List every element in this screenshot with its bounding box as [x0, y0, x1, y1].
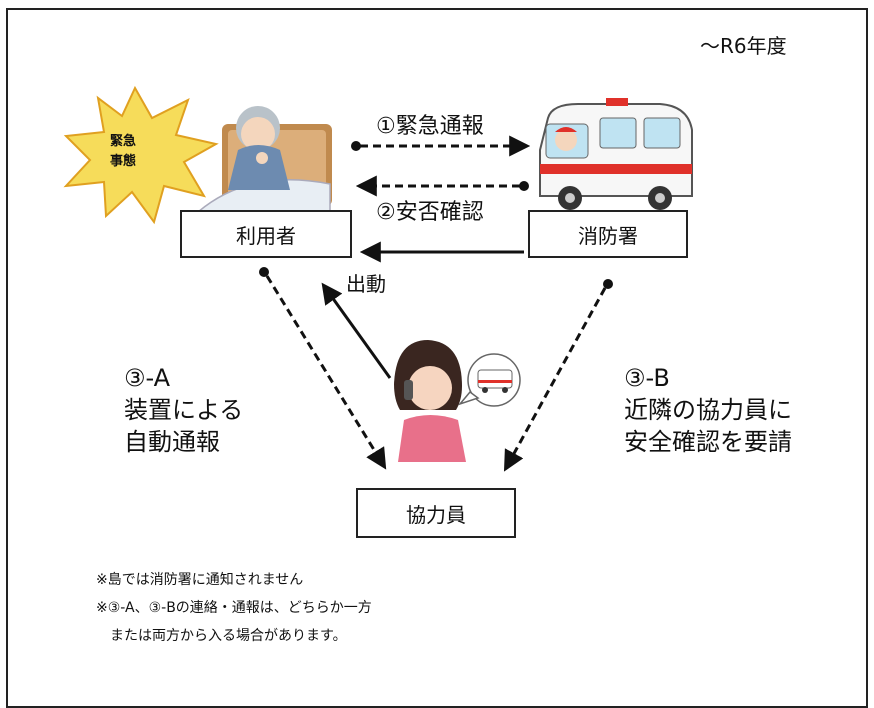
- notes: ※島では消防署に通知されません ※③-A、③-Bの連絡・通報は、どちらか一方 ま…: [96, 566, 372, 650]
- note-line-3: または両方から入る場合があります。: [96, 628, 347, 644]
- burst-label: 緊急 事態: [110, 132, 136, 172]
- node-user: 利用者: [180, 210, 352, 258]
- label-dispatch: 出動: [346, 272, 386, 296]
- edge-emergency-call: [351, 135, 531, 157]
- burst-label-line-2: 事態: [110, 154, 137, 169]
- label-auto-report-line-3: 自動通報: [124, 428, 220, 456]
- elderly-person-icon: [195, 106, 332, 213]
- burst-label-line-1: 緊急: [110, 134, 137, 149]
- label-safety-check: ②安否確認: [376, 200, 484, 225]
- edge-safety-check: [355, 175, 529, 197]
- note-line-1: ※島では消防署に通知されません: [96, 572, 304, 588]
- period-label: 〜R6年度: [700, 34, 787, 58]
- helper-person-icon: [394, 340, 521, 462]
- label-helper-request-line-2: 近隣の協力員に: [624, 396, 792, 424]
- node-helper: 協力員: [356, 488, 516, 538]
- edge-helper-request: [503, 279, 613, 472]
- label-auto-report-line-2: 装置による: [124, 396, 244, 424]
- diagram-canvas: [63, 85, 693, 472]
- note-line-2: ※③-A、③-Bの連絡・通報は、どちらか一方: [96, 600, 372, 616]
- node-fire-station: 消防署: [528, 210, 688, 258]
- label-helper-request: ③-B 近隣の協力員に 安全確認を要請: [624, 362, 792, 458]
- label-helper-request-line-3: 安全確認を要請: [624, 428, 792, 456]
- edge-dispatch-helper: [321, 282, 392, 379]
- label-emergency-call: ①緊急通報: [376, 114, 484, 139]
- label-auto-report-line-1: ③-A: [124, 364, 171, 392]
- edge-auto-report: [259, 267, 387, 470]
- ambulance-icon: [539, 98, 693, 210]
- emergency-burst-icon: [63, 85, 219, 225]
- label-auto-report: ③-A 装置による 自動通報: [124, 362, 243, 458]
- label-helper-request-line-1: ③-B: [624, 364, 670, 392]
